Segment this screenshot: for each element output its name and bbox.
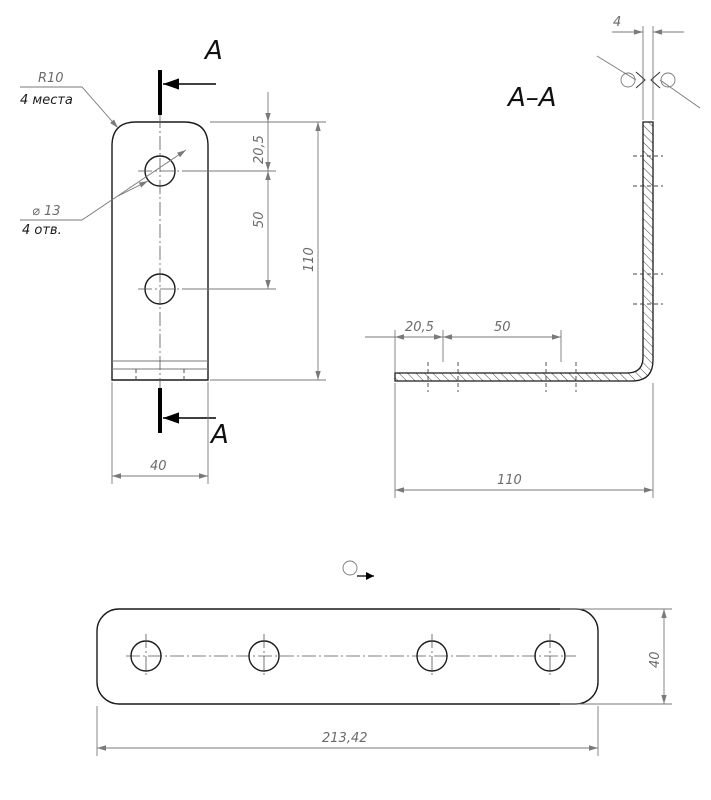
unfold-symbol (342, 560, 374, 580)
section-title: A–A (506, 83, 557, 113)
hole-count-note: 4 отв. (22, 223, 62, 238)
dim-blank-width: 40 (648, 651, 663, 668)
view-direction-wedge (635, 71, 646, 89)
view-direction-circle (620, 72, 636, 88)
dim-section-pitch: 50 (494, 320, 511, 335)
hole-leader (20, 149, 187, 221)
hole-leader-arrow (117, 180, 149, 197)
hole-dia-note: ⌀ 13 (32, 204, 61, 219)
dim-height: 110 (302, 247, 317, 272)
front-view-outline (111, 121, 209, 381)
radius-count-note: 4 места (20, 93, 73, 108)
section-profile (394, 121, 654, 382)
dim-hole-offset: 20,5 (252, 135, 267, 164)
flat-pattern-view: 40 213,42 (96, 560, 672, 756)
front-view: A A R10 4 места ⌀ 13 4 отв. 20,5 50 110 … (20, 36, 326, 484)
view-direction-wedge (650, 71, 661, 89)
dim-section-offset: 20,5 (405, 320, 434, 335)
dim-width: 40 (150, 459, 167, 474)
dim-section-length: 110 (497, 473, 522, 488)
blank-holes (130, 634, 566, 678)
view-direction-line (659, 79, 701, 109)
radius-leader (20, 86, 119, 129)
dim-blank-length: 213,42 (322, 731, 368, 746)
section-view: A–A 4 20,5 50 110 (365, 15, 701, 498)
view-direction-circle (660, 72, 676, 88)
view-direction-line (596, 55, 637, 81)
dim-hole-pitch: 50 (252, 211, 267, 228)
dim-thickness: 4 (613, 15, 621, 30)
radius-note: R10 (38, 71, 64, 86)
section-label-top: A (203, 36, 223, 66)
flat-blank-outline (96, 608, 599, 705)
section-label-bottom: A (209, 420, 229, 450)
